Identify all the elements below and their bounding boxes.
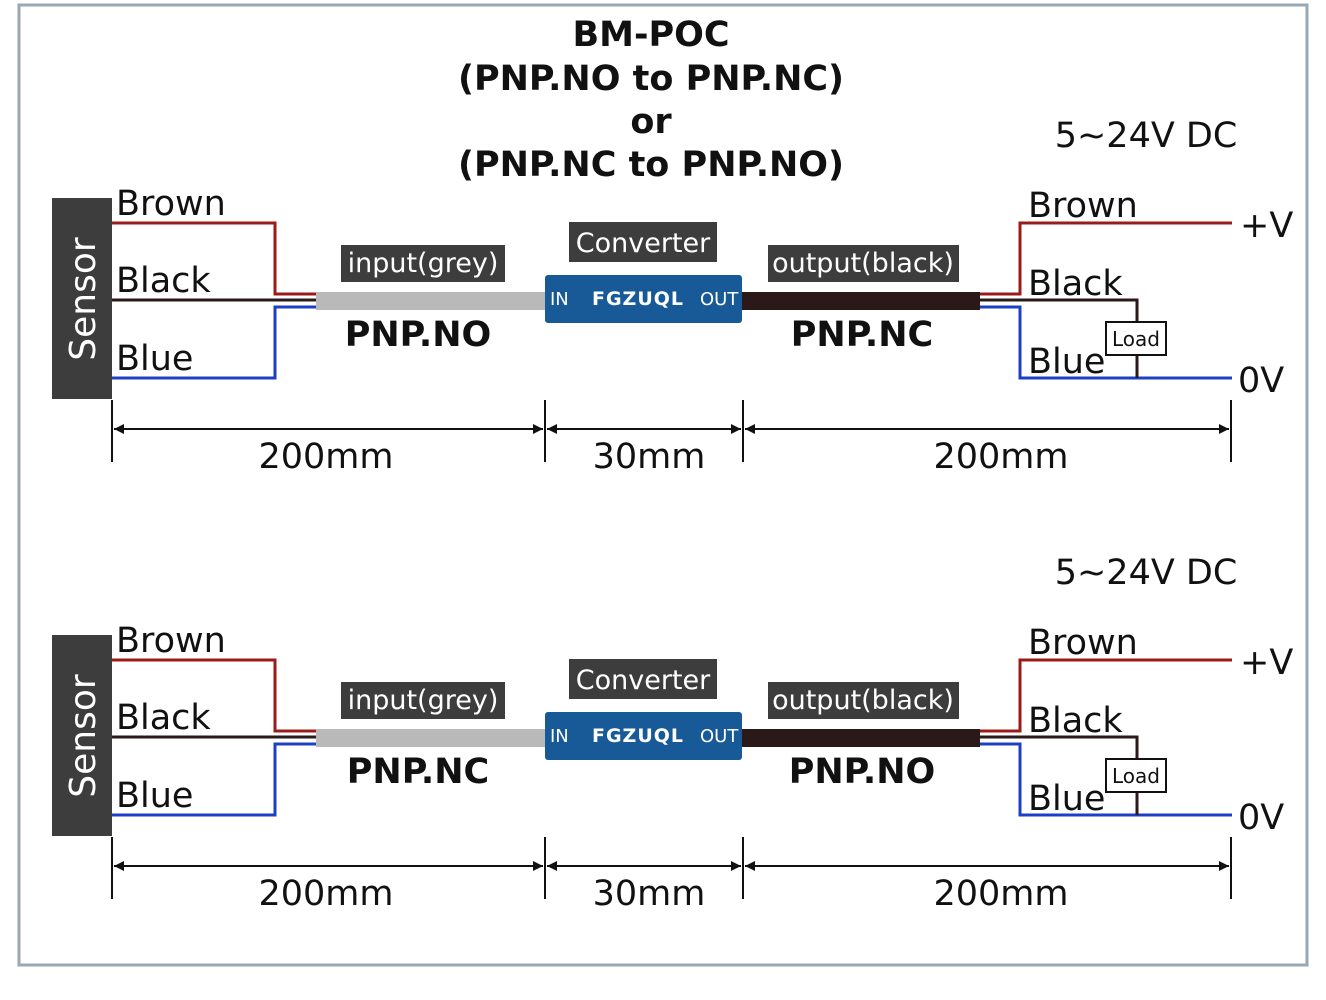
output-label: output(black): [772, 248, 954, 279]
dimension-label-output: 200mm: [934, 437, 1069, 477]
wire-brown-right: [980, 221, 1232, 296]
device-in-label: IN: [550, 726, 569, 747]
wire-label-brown-left: Brown: [116, 184, 226, 224]
converter-label-box: [569, 222, 717, 262]
device-in-label: IN: [550, 289, 569, 310]
wire-label-brown-right: Brown: [1028, 623, 1138, 663]
wire-brown-left: [112, 658, 316, 733]
supply-voltage-label: 5~24V DC: [1055, 553, 1238, 593]
input-label: input(grey): [348, 685, 499, 716]
device-out-label: OUT: [700, 289, 739, 310]
wire-blue-right: [980, 305, 1232, 380]
wire-blue-left: [112, 742, 316, 817]
load-label: Load: [1112, 327, 1160, 351]
diagram-title-line1: BM-POC: [572, 15, 729, 55]
sensor-label: Sensor: [63, 237, 104, 361]
diagram-border: [17, 3, 1309, 967]
converter-device: [545, 275, 742, 323]
input-cable-grey: [316, 292, 546, 310]
dimension-label-converter: 30mm: [593, 437, 706, 477]
sensor-block: [52, 198, 112, 399]
supply-plus-label: +V: [1240, 206, 1293, 246]
device-out-label: OUT: [700, 726, 739, 747]
diagram-title-line2: (PNP.NO to PNP.NC): [458, 59, 844, 99]
wire-black-right: [980, 298, 1139, 322]
input-mode-label: PNP.NC: [347, 752, 489, 792]
input-mode-label: PNP.NO: [345, 315, 492, 355]
wire-label-black-left: Black: [116, 261, 211, 301]
output-label-box: [768, 682, 959, 719]
dimension-label-input: 200mm: [259, 437, 394, 477]
load-box: [1105, 321, 1167, 356]
wire-label-blue-left: Blue: [116, 339, 193, 379]
wire-blue-left: [112, 305, 316, 380]
output-mode-label: PNP.NO: [789, 752, 936, 792]
output-label: output(black): [772, 685, 954, 716]
output-label-box: [768, 245, 959, 282]
converter-label-box: [569, 659, 717, 699]
wire-label-black-right: Black: [1028, 701, 1123, 741]
supply-voltage-label: 5~24V DC: [1055, 116, 1238, 156]
diagram-title-line4: (PNP.NC to PNP.NO): [458, 145, 844, 185]
supply-zero-label: 0V: [1238, 361, 1284, 401]
dimension-label-output: 200mm: [934, 874, 1069, 914]
wire-label-blue-right: Blue: [1028, 779, 1105, 819]
wire-blue-right: [980, 742, 1232, 817]
input-label-box: [341, 682, 505, 719]
output-cable-black: [742, 292, 980, 310]
supply-zero-label: 0V: [1238, 798, 1284, 838]
converter-label: Converter: [576, 665, 711, 696]
wire-label-blue-left: Blue: [116, 776, 193, 816]
wire-brown-left: [112, 221, 316, 296]
input-label-box: [341, 245, 505, 282]
wire-label-blue-right: Blue: [1028, 342, 1105, 382]
supply-plus-label: +V: [1240, 643, 1293, 683]
wire-label-black-left: Black: [116, 698, 211, 738]
device-brand-logo: FGZUQL: [592, 725, 684, 747]
dimension-label-converter: 30mm: [593, 874, 706, 914]
input-label: input(grey): [348, 248, 499, 279]
load-box: [1105, 758, 1167, 793]
diagram-title-line3: or: [630, 102, 672, 142]
output-mode-label: PNP.NC: [791, 315, 933, 355]
wire-label-black-right: Black: [1028, 264, 1123, 304]
wire-label-brown-right: Brown: [1028, 186, 1138, 226]
converter-device: [545, 712, 742, 760]
wire-label-brown-left: Brown: [116, 621, 226, 661]
wire-black-right: [980, 735, 1139, 759]
sensor-block: [52, 635, 112, 836]
wire-brown-right: [980, 658, 1232, 733]
load-label: Load: [1112, 764, 1160, 788]
output-cable-black: [742, 729, 980, 747]
converter-label: Converter: [576, 228, 711, 259]
dimension-label-input: 200mm: [259, 874, 394, 914]
device-brand-logo: FGZUQL: [592, 288, 684, 310]
sensor-label: Sensor: [63, 674, 104, 798]
input-cable-grey: [316, 729, 546, 747]
